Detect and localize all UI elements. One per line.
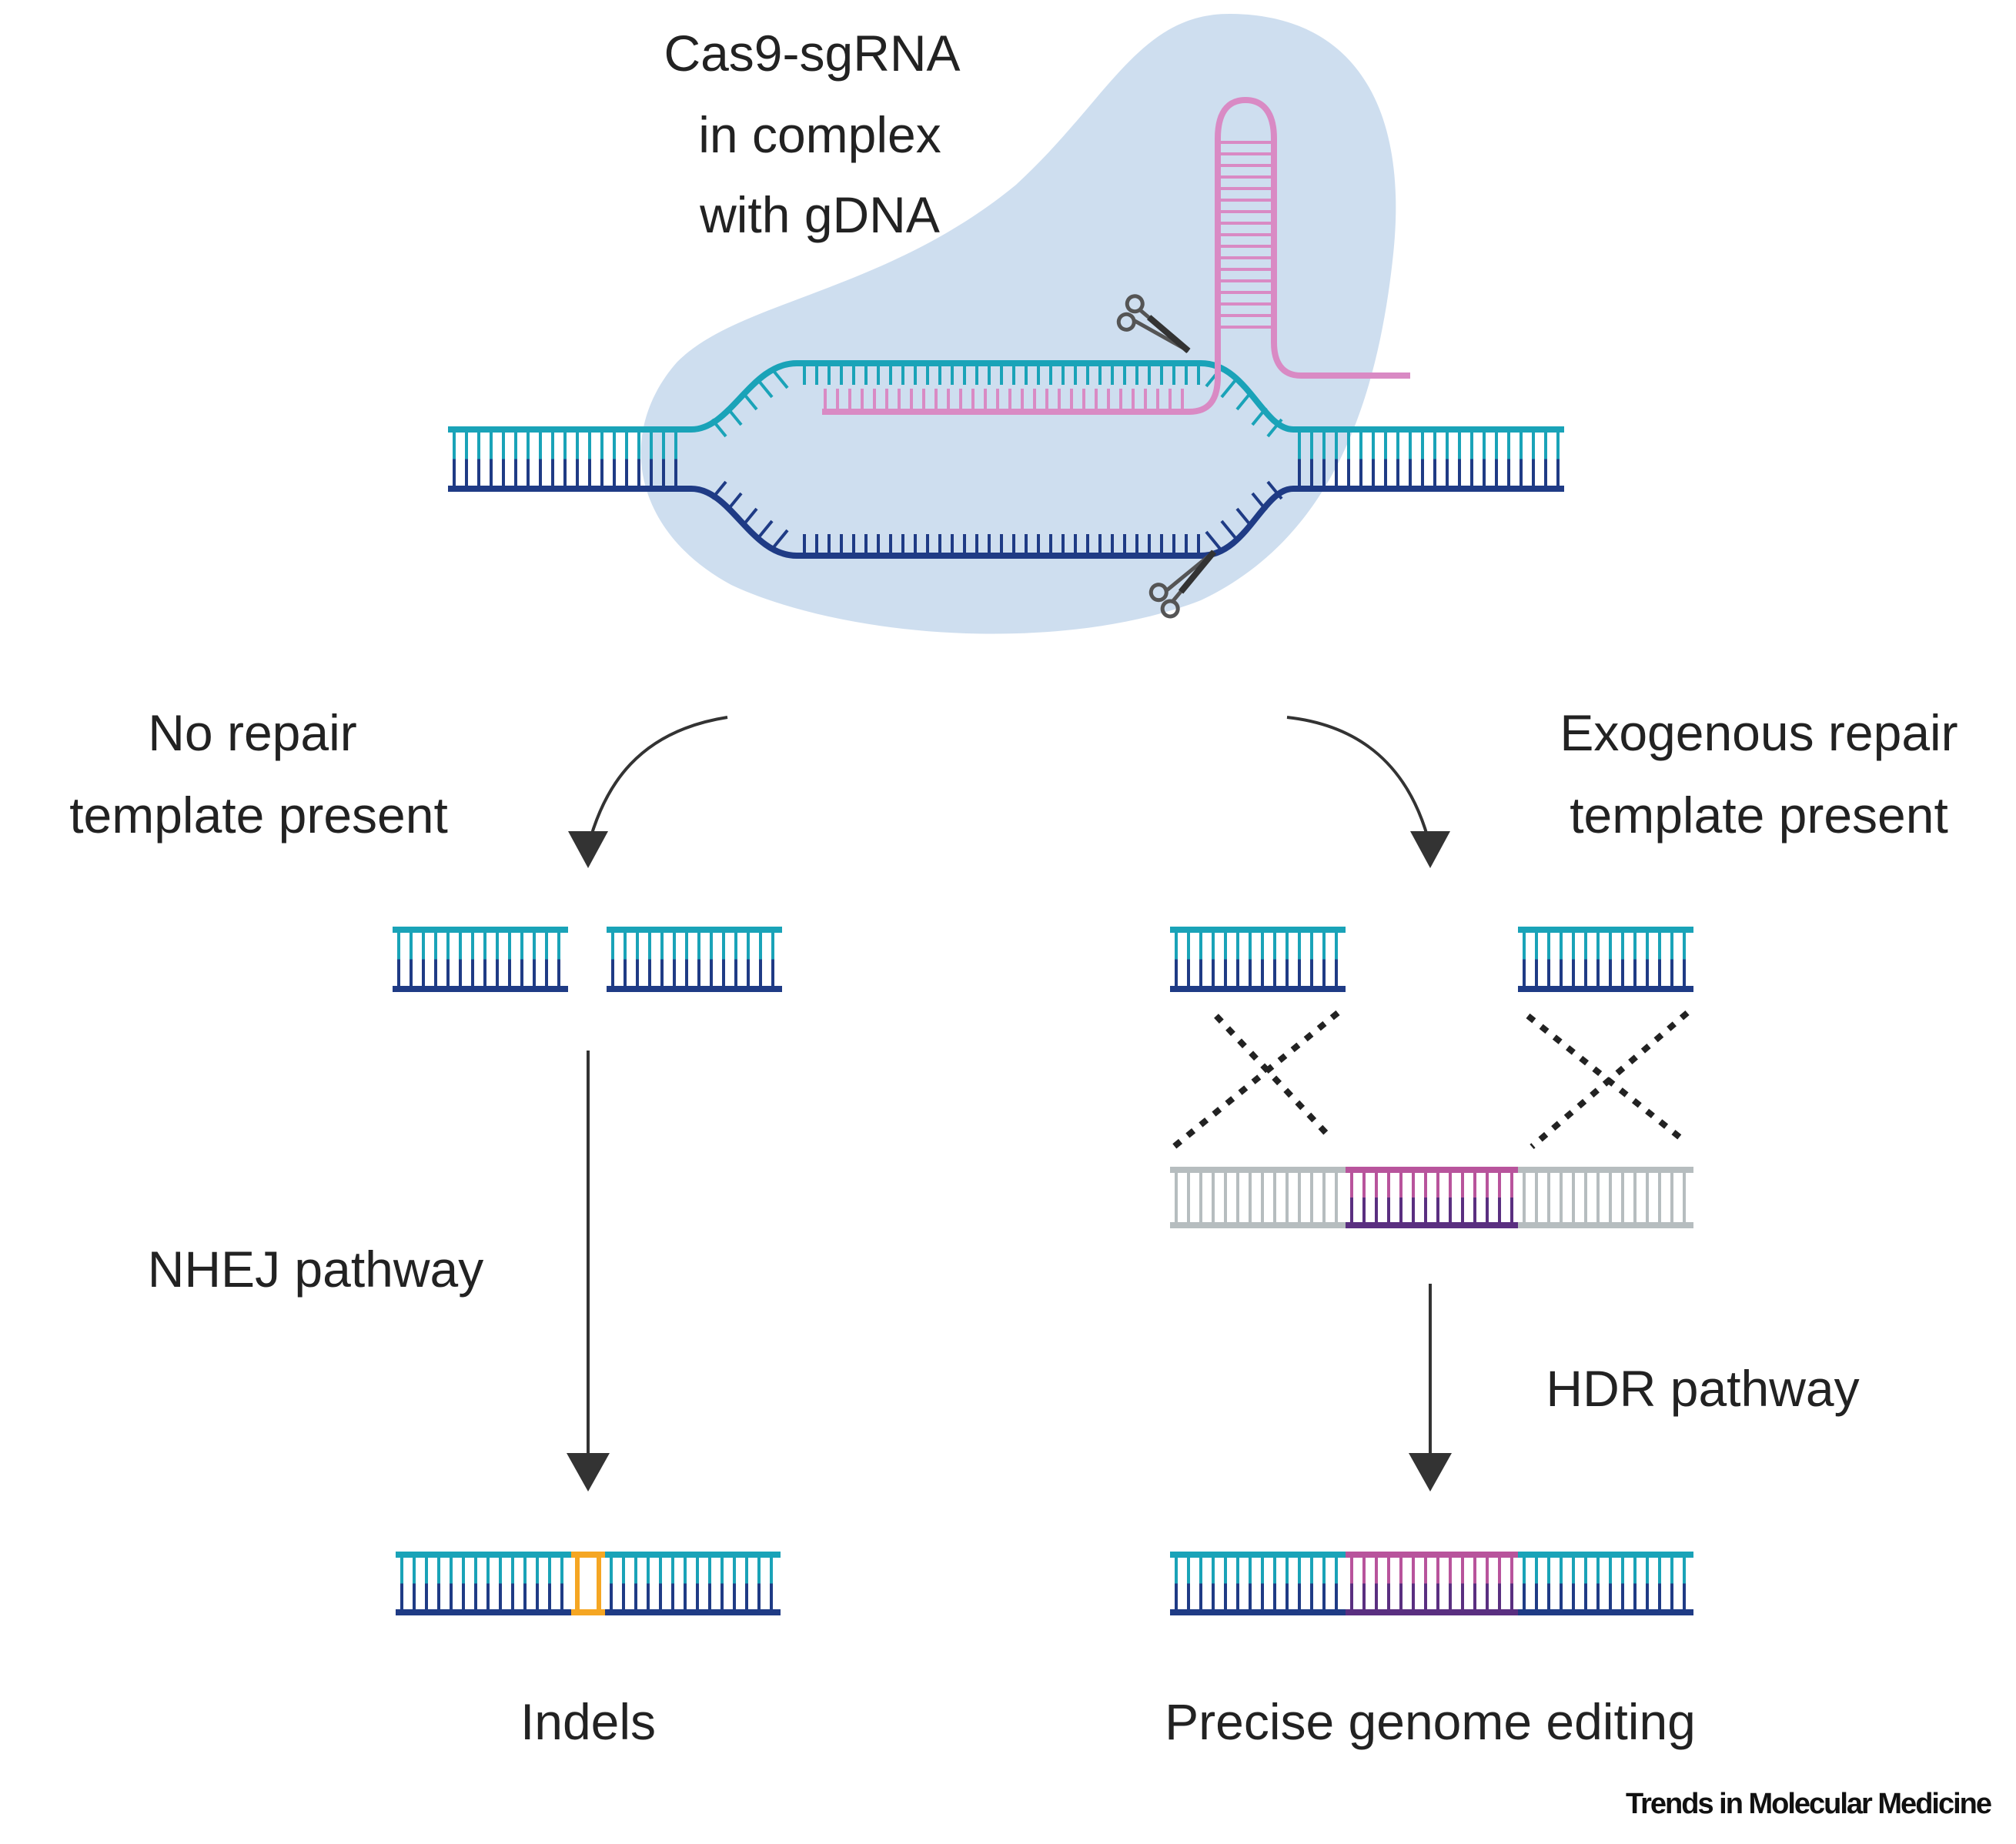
- nhej-arrowhead: [567, 1453, 610, 1492]
- journal-credit: Trends in Molecular Medicine: [1626, 1788, 1991, 1820]
- hdr-label: HDR pathway: [1546, 1360, 1859, 1417]
- homologous-recombination-crossovers: [1172, 1010, 1690, 1150]
- donor-repair-template: [1170, 1167, 1693, 1228]
- right-branch-arrow: [1286, 716, 1432, 847]
- indel-repaired-dna: [396, 1552, 781, 1615]
- cas9-protein-blob: [640, 13, 1396, 634]
- left-branch-arrowhead: [568, 831, 608, 868]
- complex-label-line2: in complex: [698, 106, 941, 163]
- hdr-arrowhead: [1409, 1453, 1452, 1492]
- precise-editing-label: Precise genome editing: [1165, 1693, 1696, 1750]
- left-branch-label-line1: No repair: [148, 704, 356, 761]
- indels-label: Indels: [520, 1693, 656, 1750]
- complex-label-line1: Cas9-sgRNA: [664, 25, 960, 82]
- right-branch-arrowhead: [1410, 831, 1450, 868]
- cut-dna-fragments: [393, 927, 782, 992]
- genomic-dna-double-helix: [448, 360, 1564, 559]
- nhej-label: NHEJ pathway: [148, 1241, 484, 1298]
- left-branch-label-line2: template present: [69, 787, 448, 843]
- scissors-icon: [1148, 550, 1217, 619]
- right-branch-label-line1: Exogenous repair: [1560, 704, 1957, 761]
- right-branch-label-line2: template present: [1570, 787, 1948, 843]
- complex-label-line3: with gDNA: [699, 186, 940, 243]
- cut-dna-fragments: [1170, 927, 1693, 992]
- left-branch-arrow: [585, 716, 728, 850]
- precisely-edited-dna: [1170, 1552, 1693, 1615]
- sgrna-guide-strand: [822, 96, 1410, 415]
- scissors-icon: [1116, 294, 1191, 353]
